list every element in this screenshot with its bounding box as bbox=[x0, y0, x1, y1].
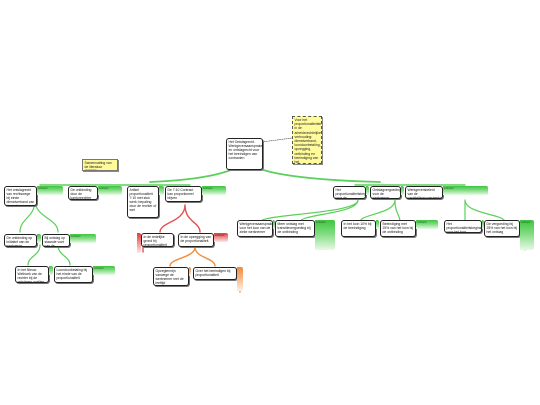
right-node-5[interactable]: Meer ontslag met transitievergoeding bij… bbox=[275, 220, 315, 237]
left-node-3-tag bbox=[159, 186, 164, 195]
right-node-4-tag bbox=[273, 220, 275, 229]
right-node-7[interactable]: Beeindiging met 25% van het loon bij de … bbox=[380, 220, 416, 237]
left-node-12-text: Over het beeindigen bij proportionalitei… bbox=[195, 269, 231, 278]
right-node-7-tag: subtopic bbox=[416, 220, 438, 229]
right-node-3-tag: subtopic bbox=[443, 186, 488, 195]
right-node-2-tag bbox=[401, 186, 404, 195]
left-node-2-text: De ontbinding door de kantonrechter bij … bbox=[70, 188, 92, 200]
left-node-6[interactable]: Bij ontslag op staande voet van de werkn… bbox=[42, 234, 70, 247]
link-right-n2-children bbox=[259, 199, 359, 223]
root-node[interactable]: Het Ontslagrecht. Werkgeversaansprakelij… bbox=[226, 138, 263, 170]
note-left[interactable]: Samenvatting van de literatuur (FOR21) bbox=[82, 159, 118, 171]
left-node-8-text: Loondoorbetaling bij het einde van de pr… bbox=[56, 268, 88, 281]
left-node-12[interactable]: Over het beeindigen bij proportionalitei… bbox=[193, 267, 237, 280]
note-left-text: Samenvatting van de literatuur (FOR21) bbox=[84, 161, 112, 170]
right-node-1-text: Het proportionaliteitsbeginsel voor de v… bbox=[335, 188, 366, 199]
right-node-1-tag bbox=[366, 186, 369, 195]
left-node-11-text: Opzegtermijn vanwege de werknemer met de… bbox=[155, 269, 184, 286]
link-right-n3-children bbox=[359, 199, 401, 223]
right-node-8-tag bbox=[482, 220, 484, 229]
left-node-6-text: Bij ontslag op staande voet van de werkn… bbox=[44, 236, 65, 247]
link-right-n4-children bbox=[464, 199, 506, 223]
left-node-10-text: In de opzegging van de proportionaliteit bbox=[180, 235, 212, 244]
left-node-10-tag: subtopic bbox=[214, 233, 228, 242]
right-node-9-tag: subtopic bbox=[520, 220, 534, 250]
left-node-10[interactable]: In de opzegging van de proportionaliteit bbox=[178, 233, 214, 247]
right-node-8-text: Het proportionaliteitsbeginsel voor het … bbox=[446, 222, 482, 233]
note-top-right-text: Voor het proportionaliteitsbeginsel in d… bbox=[294, 118, 322, 164]
right-node-2[interactable]: Ontslagvergoeding voor de werknemer bbox=[370, 186, 401, 199]
left-node-9-tag bbox=[137, 233, 141, 253]
left-node-4-tag: subtopic bbox=[202, 186, 226, 195]
left-node-5[interactable]: De ontbinding op initiatief van de werkg… bbox=[4, 234, 37, 247]
left-node-12-tag bbox=[237, 267, 243, 291]
left-node-3[interactable]: Artikel proportionaliteit 7:10 met stuk … bbox=[127, 186, 159, 218]
right-node-4[interactable]: Werkgeversaansprakelijkheid voor het loo… bbox=[237, 220, 273, 237]
right-node-6[interactable]: In het loon 10% bij de beeindiging bbox=[341, 220, 376, 237]
right-node-9[interactable]: De vergoeding bij 25% van het loon bij h… bbox=[484, 220, 520, 237]
right-node-5-tag: subtopic bbox=[315, 220, 335, 250]
link-left-n6 bbox=[27, 244, 71, 266]
link-left-orange bbox=[169, 246, 216, 267]
left-node-3-text: Artikel proportionaliteit 7:10 met stuk … bbox=[129, 188, 157, 213]
left-node-4[interactable]: De 7:10 Contract kan proportioneel blijv… bbox=[165, 186, 202, 202]
right-node-5-text: Meer ontslag met transitievergoeding bij… bbox=[277, 222, 311, 235]
root-text: Het Ontslagrecht. Werkgeversaansprakelij… bbox=[228, 140, 263, 161]
left-node-9-text: In de redelijke grond bij proportionalit… bbox=[143, 235, 167, 247]
right-node-4-text: Werkgeversaansprakelijkheid voor het loo… bbox=[239, 222, 273, 235]
left-node-7-text: In het Nieuw Wetboek van de rechter bij … bbox=[17, 268, 45, 283]
right-node-2-text: Ontslagvergoeding voor de werknemer bbox=[372, 188, 401, 199]
left-node-5-text: De ontbinding op initiatief van de werkg… bbox=[6, 236, 33, 247]
left-node-11[interactable]: Opzegtermijn vanwege de werknemer met de… bbox=[153, 267, 189, 286]
left-node-1-text: Het ontslagrecht van rechtswege bij eind… bbox=[6, 188, 35, 205]
left-node-6-tag: subtopic bbox=[70, 234, 96, 243]
left-node-8-tag: subtopic bbox=[93, 266, 115, 275]
note-top-right[interactable]: Voor het proportionaliteitsbeginsel in d… bbox=[292, 116, 322, 164]
left-node-8[interactable]: Loondoorbetaling bij het einde van de pr… bbox=[54, 266, 93, 283]
left-node-7[interactable]: In het Nieuw Wetboek van de rechter bij … bbox=[15, 266, 49, 283]
right-node-1[interactable]: Het proportionaliteitsbeginsel voor de v… bbox=[333, 186, 366, 199]
left-node-4-text: De 7:10 Contract kan proportioneel blijv… bbox=[167, 188, 194, 201]
right-node-3[interactable]: Werkgeversbeleid van de vaststellingsove… bbox=[405, 186, 443, 199]
left-node-1[interactable]: Het ontslagrecht van rechtswege bij eind… bbox=[4, 186, 37, 206]
left-node-11-tag bbox=[189, 267, 191, 276]
right-node-9-text: De vergoeding bij 25% van het loon bij h… bbox=[486, 222, 518, 235]
left-node-1-tag: subtopic bbox=[37, 186, 63, 195]
link-root-note bbox=[261, 137, 293, 143]
left-node-5-tag bbox=[37, 234, 41, 243]
right-node-3-text: Werkgeversbeleid van de vaststellingsove… bbox=[407, 188, 443, 199]
right-node-7-text: Beeindiging met 25% van het loon bij de … bbox=[382, 222, 414, 235]
left-node-9[interactable]: In de redelijke grond bij proportionalit… bbox=[141, 233, 174, 247]
left-node-2[interactable]: De ontbinding door de kantonrechter bij … bbox=[68, 186, 98, 200]
link-left-n4-children bbox=[159, 204, 201, 233]
right-node-6-text: In het loon 10% bij de beeindiging bbox=[343, 222, 372, 231]
right-node-8[interactable]: Het proportionaliteitsbeginsel voor het … bbox=[444, 220, 482, 233]
left-node-2-tag: subtopic bbox=[98, 186, 122, 195]
left-node-7-tag bbox=[49, 266, 53, 275]
right-node-6-tag bbox=[376, 220, 379, 229]
